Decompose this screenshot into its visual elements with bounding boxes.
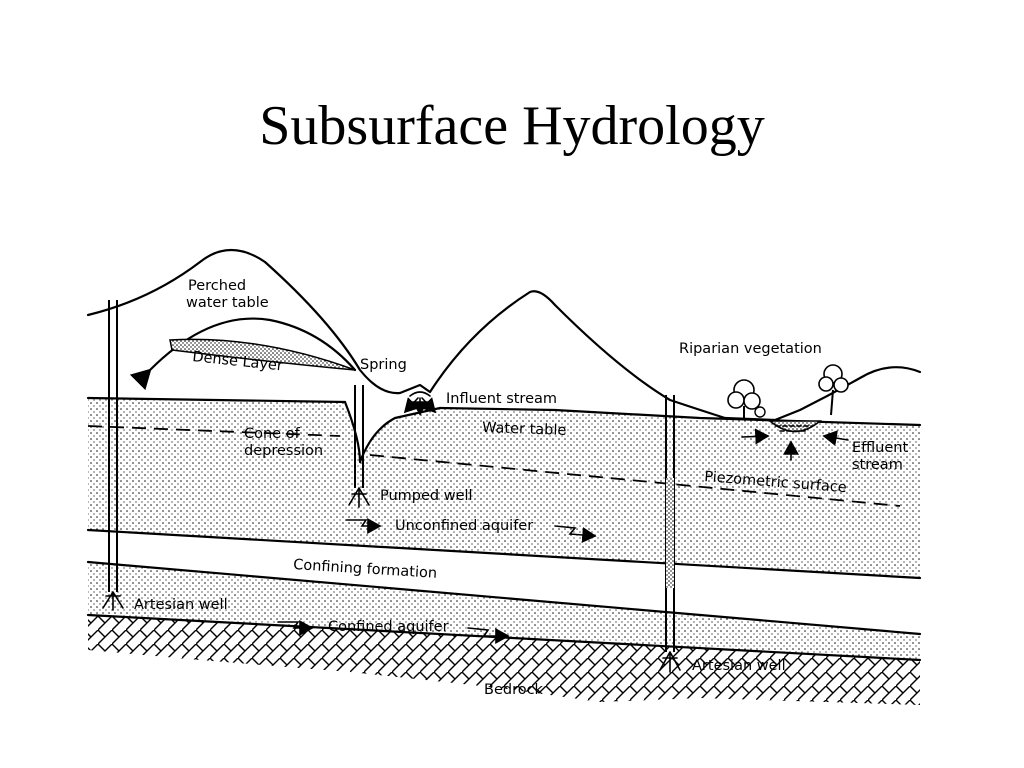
artesian-well-left-label: Artesian well (134, 597, 228, 613)
ground-surface (86, 249, 922, 422)
cone-of-depression-label-1: Cone of (244, 426, 301, 442)
riparian-tree-right (818, 364, 849, 416)
perched-label-2: water table (186, 295, 269, 311)
confined-aquifer-layer (88, 562, 920, 660)
artesian-well-left (102, 300, 124, 611)
unconfined-aquifer-label: Unconfined aquifer (395, 518, 533, 534)
perched-label-1: Perched (188, 278, 246, 294)
confined-flow-arrows (277, 620, 510, 644)
cone-of-depression-label-2: depression (244, 443, 323, 459)
bedrock-label: Bedrock (484, 682, 544, 698)
water-table-line (87, 425, 341, 437)
effluent-stream-label-1: Effluent (852, 440, 908, 456)
influent-stream-label: Influent stream (446, 391, 557, 407)
pumped-well-label: Pumped well (380, 488, 473, 504)
unconfined-flow-arrows (345, 518, 597, 543)
pumped-well (348, 385, 370, 508)
piezometric-surface-line (369, 454, 901, 507)
influent-stream-arrows (403, 391, 437, 416)
riparian-vegetation-label: Riparian vegetation (679, 341, 822, 357)
confining-formation-layer (88, 530, 920, 634)
confined-aquifer-label: Confined aquifer (328, 619, 449, 635)
water-table-label: Water table (482, 420, 567, 439)
riparian-tree-left (727, 379, 766, 420)
effluent-stream (741, 420, 849, 461)
effluent-stream-label-2: stream (852, 457, 903, 473)
unconfined-aquifer-layer (88, 398, 920, 578)
slide-title: Subsurface Hydrology (259, 95, 765, 157)
artesian-well-right-label: Artesian well (692, 658, 786, 674)
bedrock-layer (88, 615, 920, 705)
artesian-well-right (659, 395, 681, 673)
spring-label: Spring (360, 357, 407, 373)
dense-layer-lens (169, 338, 356, 371)
cone-of-depression-curve (343, 400, 442, 464)
